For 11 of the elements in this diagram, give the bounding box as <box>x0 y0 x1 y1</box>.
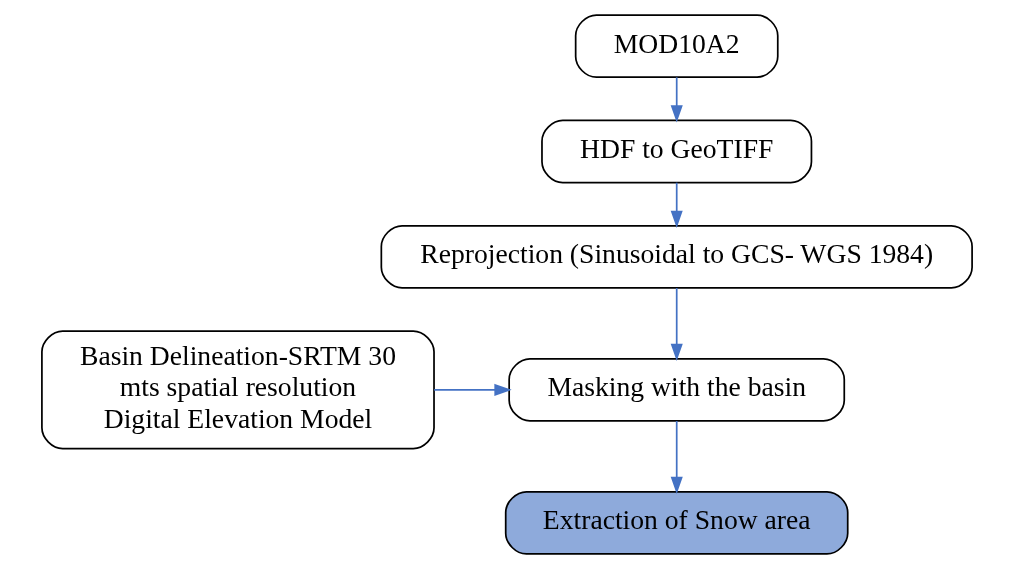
arrow <box>670 420 683 495</box>
arrow <box>670 76 683 123</box>
node-box: Reprojection (Sinusoidal to GCS- WGS 1984) <box>380 224 973 289</box>
arrow <box>433 383 512 396</box>
arrow <box>670 287 683 362</box>
node-box: HDF to GeoTIFF <box>541 119 813 184</box>
arrow <box>670 181 683 228</box>
node-box: Extraction of Snow area <box>504 490 849 555</box>
node-box: Basin Delineation-SRTM 30 mts spatial resolution Digital Elevation Model <box>41 330 435 450</box>
node-box: Masking with the basin <box>508 357 846 422</box>
node-box: MOD10A2 <box>574 14 779 79</box>
